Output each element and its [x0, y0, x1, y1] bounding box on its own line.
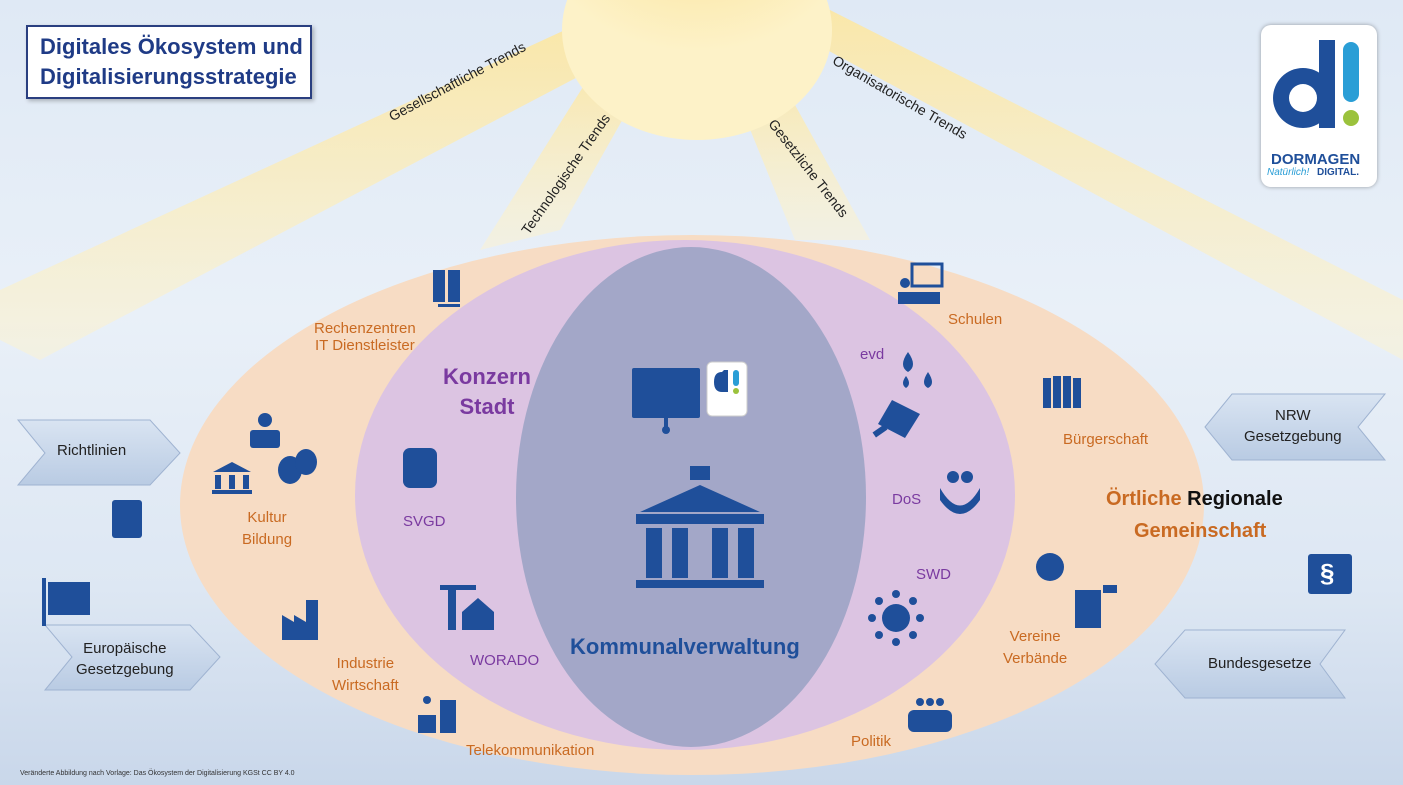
paragraph-icon: §	[1320, 558, 1335, 588]
rechenzentren-line-1: Rechenzentren	[314, 320, 416, 337]
label-dos: DoS	[892, 491, 922, 508]
konzern-line-1: Konzern	[443, 364, 531, 389]
label-rechenzentren: Rechenzentren IT Dienstleister	[314, 320, 416, 354]
ray-organisatorisch	[790, 10, 1403, 360]
label-swd: SWD	[916, 566, 951, 583]
logo-name: DORMAGEN	[1271, 151, 1361, 168]
flag-group-icon	[1075, 585, 1117, 628]
label-worado: WORADO	[470, 652, 540, 669]
nrw-line-1: NRW	[1275, 407, 1311, 424]
strategy-board-icon	[632, 368, 700, 434]
konzern-line-2: Stadt	[459, 394, 515, 419]
politics-icon	[908, 698, 952, 732]
logo-mark-icon	[1273, 40, 1359, 128]
label-industrie: Industrie Wirtschaft	[332, 653, 399, 697]
vereine-line-2: Verbände	[1003, 650, 1068, 667]
region-oertliche: Örtliche	[1106, 488, 1182, 510]
eu-flag-icon	[42, 578, 90, 626]
paragraph-box	[1308, 554, 1352, 594]
label-buergerschaft: Bürgerschaft	[1063, 431, 1149, 448]
label-politik: Politik	[851, 733, 892, 750]
arrow-label-richtlinien: Richtlinien	[57, 442, 127, 459]
bus-icon	[403, 448, 437, 488]
bank-icon	[212, 462, 252, 494]
arrow-nrw	[1204, 393, 1387, 461]
logo-tag-1: Natürlich!	[1267, 167, 1310, 178]
label-region-line-1: Örtliche Regionale	[1106, 488, 1283, 511]
footnote: Veränderte Abbildung nach Vorlage: Das Ö…	[20, 770, 295, 777]
label-vereine: Vereine Verbände	[1003, 626, 1067, 670]
arrow-richtlinien	[16, 419, 181, 486]
page-title: Digitales Ökosystem und Digitalisierungs…	[26, 25, 312, 99]
label-kultur: Kultur Bildung	[242, 507, 292, 551]
label-svgd: SVGD	[403, 513, 446, 530]
title-line-2: Digitalisierungsstrategie	[40, 64, 297, 89]
arrow-label-europa: Europäische Gesetzgebung	[76, 638, 174, 680]
water-drops-icon	[903, 352, 932, 388]
helping-hands-icon	[940, 471, 980, 514]
label-evd: evd	[860, 346, 885, 363]
kultur-line-1: Kultur	[247, 509, 287, 526]
europa-line-2: Gesetzgebung	[76, 661, 174, 678]
arrow-label-nrw: NRW Gesetzgebung	[1244, 405, 1342, 447]
nrw-line-2: Gesetzgebung	[1244, 428, 1342, 445]
dormagen-logo: DORMAGEN Natürlich! DIGITAL.	[1261, 25, 1377, 187]
title-line-1: Digitales Ökosystem und	[40, 34, 303, 59]
label-kommunalverwaltung: Kommunalverwaltung	[570, 634, 800, 659]
plug-icon	[872, 400, 920, 438]
datacenter-icon	[433, 270, 460, 307]
construction-icon	[440, 585, 494, 630]
label-telekommunikation: Telekommunikation	[466, 742, 595, 759]
label-region-line-2: Gemeinschaft	[1134, 520, 1267, 542]
town-hall-icon	[636, 466, 764, 588]
europa-line-1: Europäische	[83, 640, 167, 657]
kultur-line-2: Bildung	[242, 531, 293, 548]
sun	[562, 0, 832, 140]
network-virus-icon	[868, 590, 924, 646]
teacher-icon	[898, 262, 944, 304]
label-schulen: Schulen	[948, 311, 1003, 328]
arrow-label-bund: Bundesgesetze	[1208, 655, 1312, 672]
football-icon	[1036, 553, 1064, 581]
factory-icon	[282, 600, 318, 640]
telecom-icon	[418, 696, 456, 733]
theater-masks-icon	[278, 449, 317, 484]
ray-gesellschaftlich	[0, 30, 610, 360]
region-regionale: Regionale	[1187, 488, 1283, 510]
law-book-icon	[112, 500, 142, 538]
logo-tag-2: DIGITAL.	[1317, 167, 1360, 178]
arrow-europa	[43, 624, 221, 691]
citizens-icon	[1043, 376, 1081, 408]
rechenzentren-line-2: IT Dienstleister	[314, 337, 415, 354]
vereine-line-1: Vereine	[1009, 628, 1061, 645]
reader-icon	[250, 413, 280, 448]
arrow-bund	[1154, 629, 1346, 699]
industrie-line-2: Wirtschaft	[332, 677, 399, 694]
industrie-line-1: Industrie	[336, 655, 395, 672]
label-konzern-stadt: Konzern Stadt	[443, 362, 531, 422]
